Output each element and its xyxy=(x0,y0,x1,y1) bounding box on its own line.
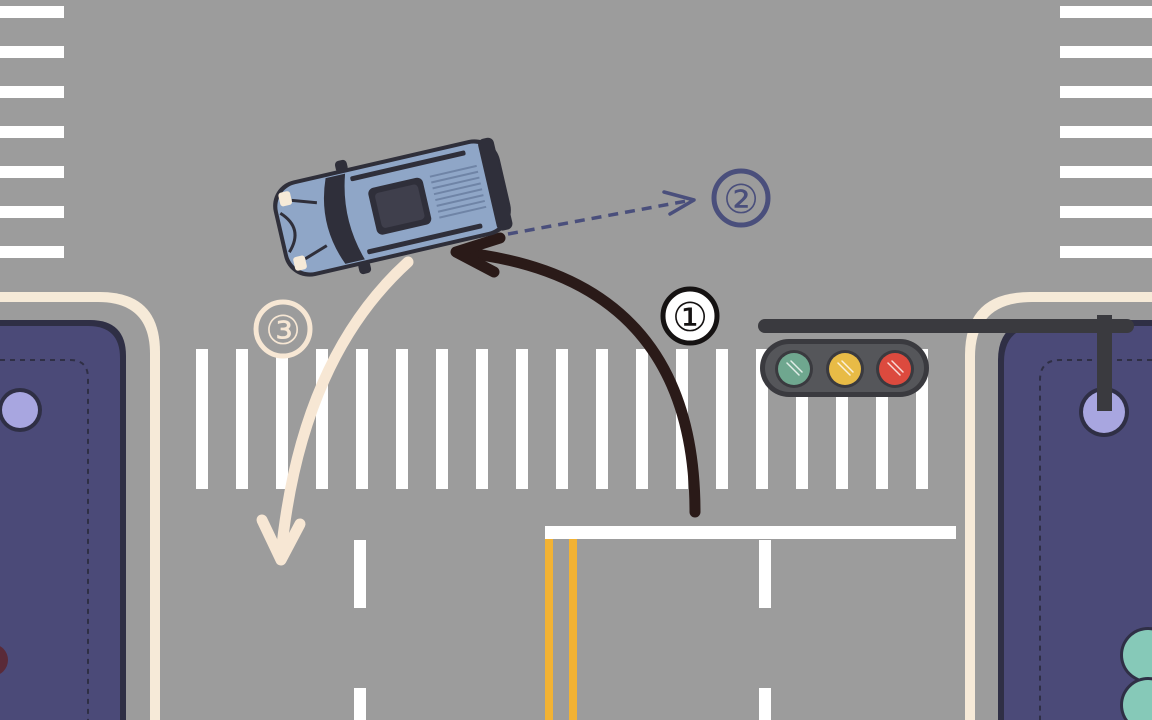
signal-pole xyxy=(1097,315,1112,411)
crosswalk-far-left xyxy=(0,6,64,258)
route-label-2-text: ② xyxy=(723,177,759,223)
route-label-3-text: ③ xyxy=(265,308,301,354)
sidewalk-right xyxy=(965,292,1152,720)
car-icon xyxy=(273,137,513,277)
car-rear-bumper xyxy=(478,137,513,231)
u-turn-arrow-icon xyxy=(256,256,414,566)
car-mirror-left xyxy=(334,159,348,173)
route-label-1: ① xyxy=(660,286,720,346)
left-turn-arrow-icon xyxy=(450,232,701,518)
stop-line xyxy=(545,526,956,539)
car-windshield xyxy=(323,173,365,264)
bush-left xyxy=(0,646,8,674)
route-label-2: ② xyxy=(711,168,771,228)
straight-arrow-icon xyxy=(507,190,696,236)
lane-dashes xyxy=(354,540,771,720)
route-label-3: ③ xyxy=(253,299,313,359)
traffic-light-icon xyxy=(758,315,1134,411)
car-mirror-right xyxy=(358,261,372,275)
route-label-1-text: ① xyxy=(672,295,708,341)
center-line xyxy=(545,539,577,720)
crosswalk-far-right xyxy=(1060,6,1152,258)
signal-arm xyxy=(758,319,1134,333)
sidewalk-left xyxy=(0,292,160,720)
